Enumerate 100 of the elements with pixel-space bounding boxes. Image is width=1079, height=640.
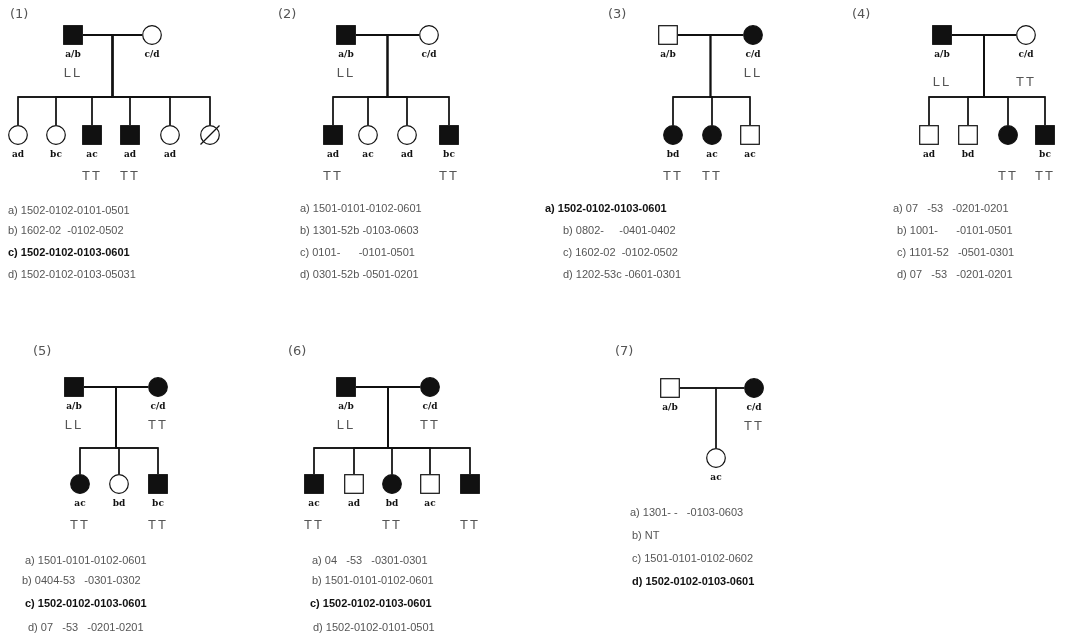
affected-male-symbol: [932, 25, 952, 45]
genotype-label: bd: [961, 149, 975, 159]
panel-number: (3): [608, 6, 627, 21]
unaffected-female-symbol: [706, 448, 726, 468]
marker-genotype-label: TT: [148, 517, 168, 532]
genotype-label: c/d: [144, 49, 160, 59]
marker-genotype-label: TT: [1035, 168, 1055, 183]
genotype-label: c/d: [1018, 49, 1034, 59]
descent-line: [386, 34, 450, 126]
genotype-label: c/d: [422, 401, 438, 411]
panel-number: (1): [10, 6, 29, 21]
affected-female-symbol: [148, 377, 168, 397]
panel-number: (6): [288, 343, 307, 358]
marker-genotype-label: TT: [663, 168, 683, 183]
affected-female-symbol: [998, 125, 1018, 145]
marker-genotype-label: LL: [63, 65, 83, 80]
haplotype-text: b) NT: [632, 529, 660, 541]
genotype-label: ad: [400, 149, 414, 159]
genotype-label: ac: [86, 149, 98, 159]
marker-genotype-label: TT: [70, 517, 90, 532]
affected-male-symbol: [460, 474, 480, 494]
marker-genotype-label: LL: [336, 417, 356, 432]
haplotype-text: b) 1001- -0101-0501: [897, 224, 1013, 236]
genotype-label: a/b: [66, 401, 82, 411]
haplotype-text: c) 1502-0102-0103-0601: [8, 246, 130, 258]
affected-female-symbol: [663, 125, 683, 145]
descent-line: [115, 386, 159, 475]
unaffected-female-symbol: [419, 25, 439, 45]
haplotype-text: c) 1502-0102-0103-0601: [25, 597, 147, 609]
affected-male-symbol: [64, 377, 84, 397]
genotype-label: ad: [123, 149, 137, 159]
affected-male-symbol: [1035, 125, 1055, 145]
haplotype-text: a) 1501-0101-0102-0601: [25, 554, 147, 566]
affected-female-symbol: [420, 377, 440, 397]
haplotype-text: c) 1501-0101-0102-0602: [632, 552, 754, 564]
haplotype-text: d) 1502-0102-0103-05031: [8, 268, 136, 280]
genotype-label: bd: [666, 149, 680, 159]
unaffected-male-symbol: [658, 25, 678, 45]
affected-female-symbol: [382, 474, 402, 494]
haplotype-text: b) 0404-53 -0301-0302: [22, 574, 141, 586]
haplotype-text: a) 1301- - -0103-0603: [630, 506, 744, 518]
panel-number: (2): [278, 6, 297, 21]
marker-genotype-label: TT: [420, 417, 440, 432]
haplotype-text: c) 1101-52 -0501-0301: [897, 246, 1015, 258]
haplotype-text: c) 1602-02 -0102-0502: [563, 246, 678, 258]
affected-male-symbol: [148, 474, 168, 494]
marker-genotype-label: TT: [323, 168, 343, 183]
affected-male-symbol: [63, 25, 83, 45]
unaffected-female-symbol: [8, 125, 28, 145]
genotype-label: ac: [706, 149, 718, 159]
genotype-label: ac: [744, 149, 756, 159]
unaffected-male-symbol: [660, 378, 680, 398]
marker-genotype-label: TT: [148, 417, 168, 432]
haplotype-text: b) 0802- -0401-0402: [563, 224, 676, 236]
unaffected-male-symbol: [958, 125, 978, 145]
genotype-label: ad: [163, 149, 177, 159]
marker-genotype-label: LL: [743, 65, 763, 80]
marker-genotype-label: TT: [382, 517, 402, 532]
affected-male-symbol: [336, 377, 356, 397]
affected-female-symbol: [70, 474, 90, 494]
genotype-label: bc: [1039, 149, 1051, 159]
genotype-label: ac: [362, 149, 374, 159]
marker-genotype-label: LL: [336, 65, 356, 80]
genotype-label: ad: [11, 149, 25, 159]
panel-number: (4): [852, 6, 871, 21]
haplotype-text: d) 1202-53c -0601-0301: [563, 268, 682, 280]
marker-genotype-label: TT: [1016, 74, 1036, 89]
affected-male-symbol: [82, 125, 102, 145]
genotype-label: bc: [50, 149, 62, 159]
genotype-label: ad: [347, 498, 361, 508]
haplotype-text: a) 1502-0102-0103-0601: [545, 202, 667, 214]
unaffected-female-symbol: [1016, 25, 1036, 45]
haplotype-text: d) 07 -53 -0201-0201: [28, 621, 144, 633]
unaffected-male-symbol: [344, 474, 364, 494]
affected-male-symbol: [120, 125, 140, 145]
genotype-label: c/d: [150, 401, 166, 411]
genotype-label: ac: [74, 498, 86, 508]
genotype-label: bc: [443, 149, 455, 159]
haplotype-text: c) 1502-0102-0103-0601: [310, 597, 432, 609]
descent-line: [709, 34, 751, 126]
marker-genotype-label: LL: [932, 74, 952, 89]
genotype-label: ad: [326, 149, 340, 159]
genotype-label: ac: [710, 472, 722, 482]
genotype-label: a/b: [338, 401, 354, 411]
unaffected-female-symbol: [358, 125, 378, 145]
genotype-label: bd: [385, 498, 399, 508]
descent-line: [715, 387, 745, 449]
unaffected-female-symbol: [109, 474, 129, 494]
marker-genotype-label: TT: [304, 517, 324, 532]
haplotype-text: b) 1602-02 -0102-0502: [8, 224, 124, 236]
genotype-label: bc: [152, 498, 164, 508]
haplotype-text: d) 1502-0102-0103-0601: [632, 575, 755, 587]
genotype-label: a/b: [934, 49, 950, 59]
affected-female-symbol: [702, 125, 722, 145]
genotype-label: ac: [308, 498, 320, 508]
genotype-label: bd: [112, 498, 126, 508]
affected-male-symbol: [336, 25, 356, 45]
affected-female-symbol: [743, 25, 763, 45]
marker-genotype-label: TT: [439, 168, 459, 183]
panel-number: (7): [615, 343, 634, 358]
